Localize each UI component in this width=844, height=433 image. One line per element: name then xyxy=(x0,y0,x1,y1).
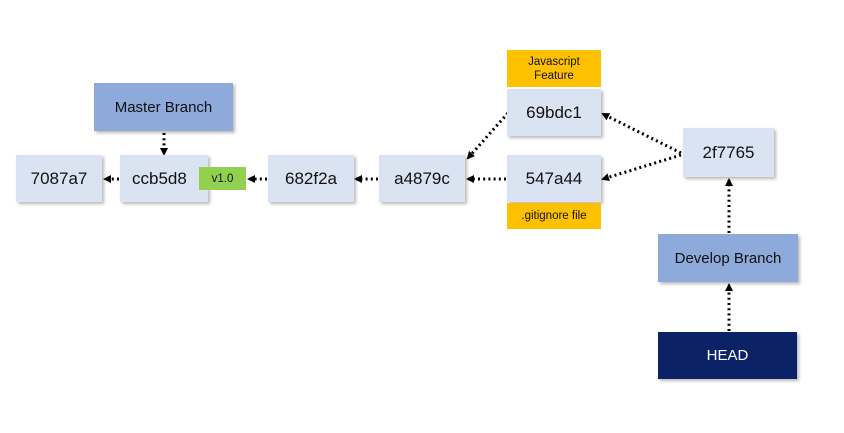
head-pointer: HEAD xyxy=(658,332,797,379)
commit-2f7765: 2f7765 xyxy=(683,128,774,177)
master-branch-label: Master Branch xyxy=(94,83,233,131)
develop-branch-label: Develop Branch xyxy=(658,234,798,282)
tag-v1-0: v1.0 xyxy=(199,167,246,190)
commit-69bdc1: 69bdc1 xyxy=(507,89,601,136)
commit-ccb5d8: ccb5d8 xyxy=(120,155,208,202)
javascript-feature-note: Javascript Feature xyxy=(507,50,601,87)
commit-a4879c: a4879c xyxy=(379,155,465,202)
arrow-69bdc1-to-a4879c xyxy=(466,112,510,160)
commit-7087a7: 7087a7 xyxy=(16,155,102,202)
arrow-2f7765-to-69bdc1 xyxy=(601,112,682,155)
commit-547a44: 547a44 xyxy=(507,155,601,202)
gitignore-note: .gitignore file xyxy=(507,203,601,229)
arrow-2f7765-to-547a44 xyxy=(601,153,682,182)
commit-682f2a: 682f2a xyxy=(268,155,354,202)
